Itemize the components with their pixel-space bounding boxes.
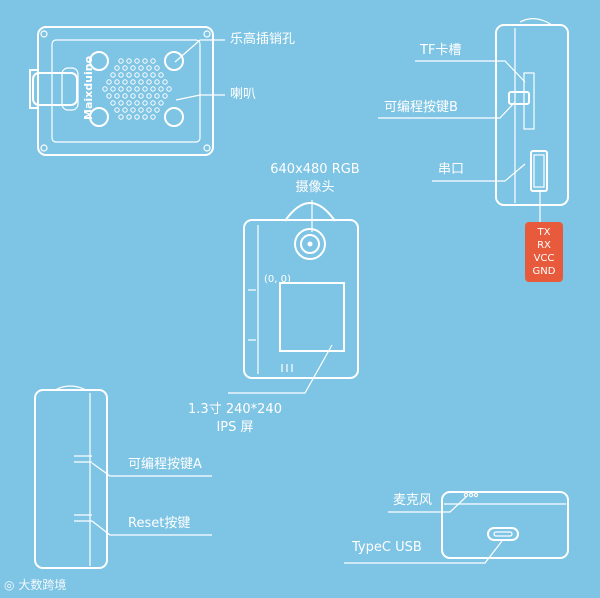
speaker-hole <box>110 100 116 106</box>
speaker-hole <box>106 93 112 99</box>
label-camera-line2: 摄像头 <box>295 180 335 195</box>
label-serial: 串口 <box>438 162 465 177</box>
speaker-grille <box>102 58 172 120</box>
speaker-hole <box>114 93 120 99</box>
speaker-hole <box>146 107 152 113</box>
speaker-hole <box>146 65 152 71</box>
speaker-hole <box>126 86 132 92</box>
speaker-hole <box>142 72 148 78</box>
label-lego-holes: 乐高插销孔 <box>230 32 296 47</box>
speaker-hole <box>154 107 160 113</box>
speaker-hole <box>126 72 132 78</box>
speaker-hole <box>166 86 172 92</box>
speaker-hole <box>126 58 132 64</box>
label-speaker: 喇叭 <box>230 87 257 102</box>
speaker-hole <box>110 86 116 92</box>
speaker-hole <box>118 86 124 92</box>
speaker-hole <box>142 86 148 92</box>
side-view-right <box>378 18 569 222</box>
label-reset: Reset按键 <box>128 516 191 531</box>
bottom-view <box>344 491 569 564</box>
speaker-hole <box>138 107 144 113</box>
speaker-hole <box>102 86 108 92</box>
speaker-hole <box>146 79 152 85</box>
speaker-hole <box>130 107 136 113</box>
speaker-hole <box>130 79 136 85</box>
watermark-text: 大数跨境 <box>18 578 67 592</box>
speaker-hole <box>150 58 156 64</box>
speaker-hole <box>134 86 140 92</box>
speaker-hole <box>142 58 148 64</box>
speaker-hole <box>130 65 136 71</box>
speaker-hole <box>122 93 128 99</box>
speaker-hole <box>130 93 136 99</box>
speaker-hole <box>134 58 140 64</box>
speaker-hole <box>114 79 120 85</box>
side-view-left <box>34 385 212 569</box>
speaker-hole <box>162 79 168 85</box>
speaker-hole <box>150 100 156 106</box>
speaker-hole <box>134 114 140 120</box>
label-screen-line2: IPS 屏 <box>216 420 254 435</box>
speaker-hole <box>158 100 164 106</box>
label-camera-line1: 640x480 RGB <box>270 162 360 177</box>
speaker-hole <box>134 72 140 78</box>
label-tf-slot: TF卡槽 <box>420 43 462 58</box>
label-button-a: 可编程按键A <box>128 457 202 472</box>
speaker-hole <box>118 100 124 106</box>
speaker-hole <box>162 93 168 99</box>
back-view <box>29 26 225 156</box>
speaker-hole <box>138 79 144 85</box>
front-view <box>228 200 359 394</box>
logo-text: Maixduino <box>82 55 95 120</box>
speaker-hole <box>122 65 128 71</box>
speaker-hole <box>138 93 144 99</box>
speaker-hole <box>158 86 164 92</box>
pin-gnd: GND <box>532 266 556 277</box>
speaker-hole <box>154 65 160 71</box>
speaker-hole <box>150 86 156 92</box>
pin-tx: TX <box>537 227 551 238</box>
speaker-hole <box>142 114 148 120</box>
speaker-hole <box>126 114 132 120</box>
watermark: ◎ 大数跨境 <box>4 576 66 593</box>
speaker-hole <box>106 79 112 85</box>
speaker-hole <box>146 93 152 99</box>
label-origin: (0, 0) <box>264 274 291 285</box>
speaker-hole <box>118 114 124 120</box>
speaker-hole <box>154 93 160 99</box>
speaker-hole <box>114 65 120 71</box>
speaker-hole <box>114 107 120 113</box>
pin-vcc: VCC <box>533 253 555 264</box>
speaker-hole <box>118 72 124 78</box>
label-button-b: 可编程按键B <box>384 100 458 115</box>
label-typec: TypeC USB <box>352 540 422 555</box>
speaker-hole <box>134 100 140 106</box>
speaker-hole <box>126 100 132 106</box>
speaker-hole <box>118 58 124 64</box>
speaker-hole <box>154 79 160 85</box>
label-screen-line1: 1.3寸 240*240 <box>188 402 282 417</box>
watermark-logo-icon: ◎ <box>4 578 15 592</box>
speaker-hole <box>150 72 156 78</box>
speaker-hole <box>122 79 128 85</box>
speaker-hole <box>110 72 116 78</box>
speaker-hole <box>142 100 148 106</box>
speaker-hole <box>122 107 128 113</box>
label-mic: 麦克风 <box>393 493 433 508</box>
speaker-hole <box>138 65 144 71</box>
pin-rx: RX <box>537 240 551 251</box>
speaker-hole <box>150 114 156 120</box>
speaker-hole <box>158 72 164 78</box>
serial-pin-box: TX RX VCC GND <box>525 222 563 282</box>
